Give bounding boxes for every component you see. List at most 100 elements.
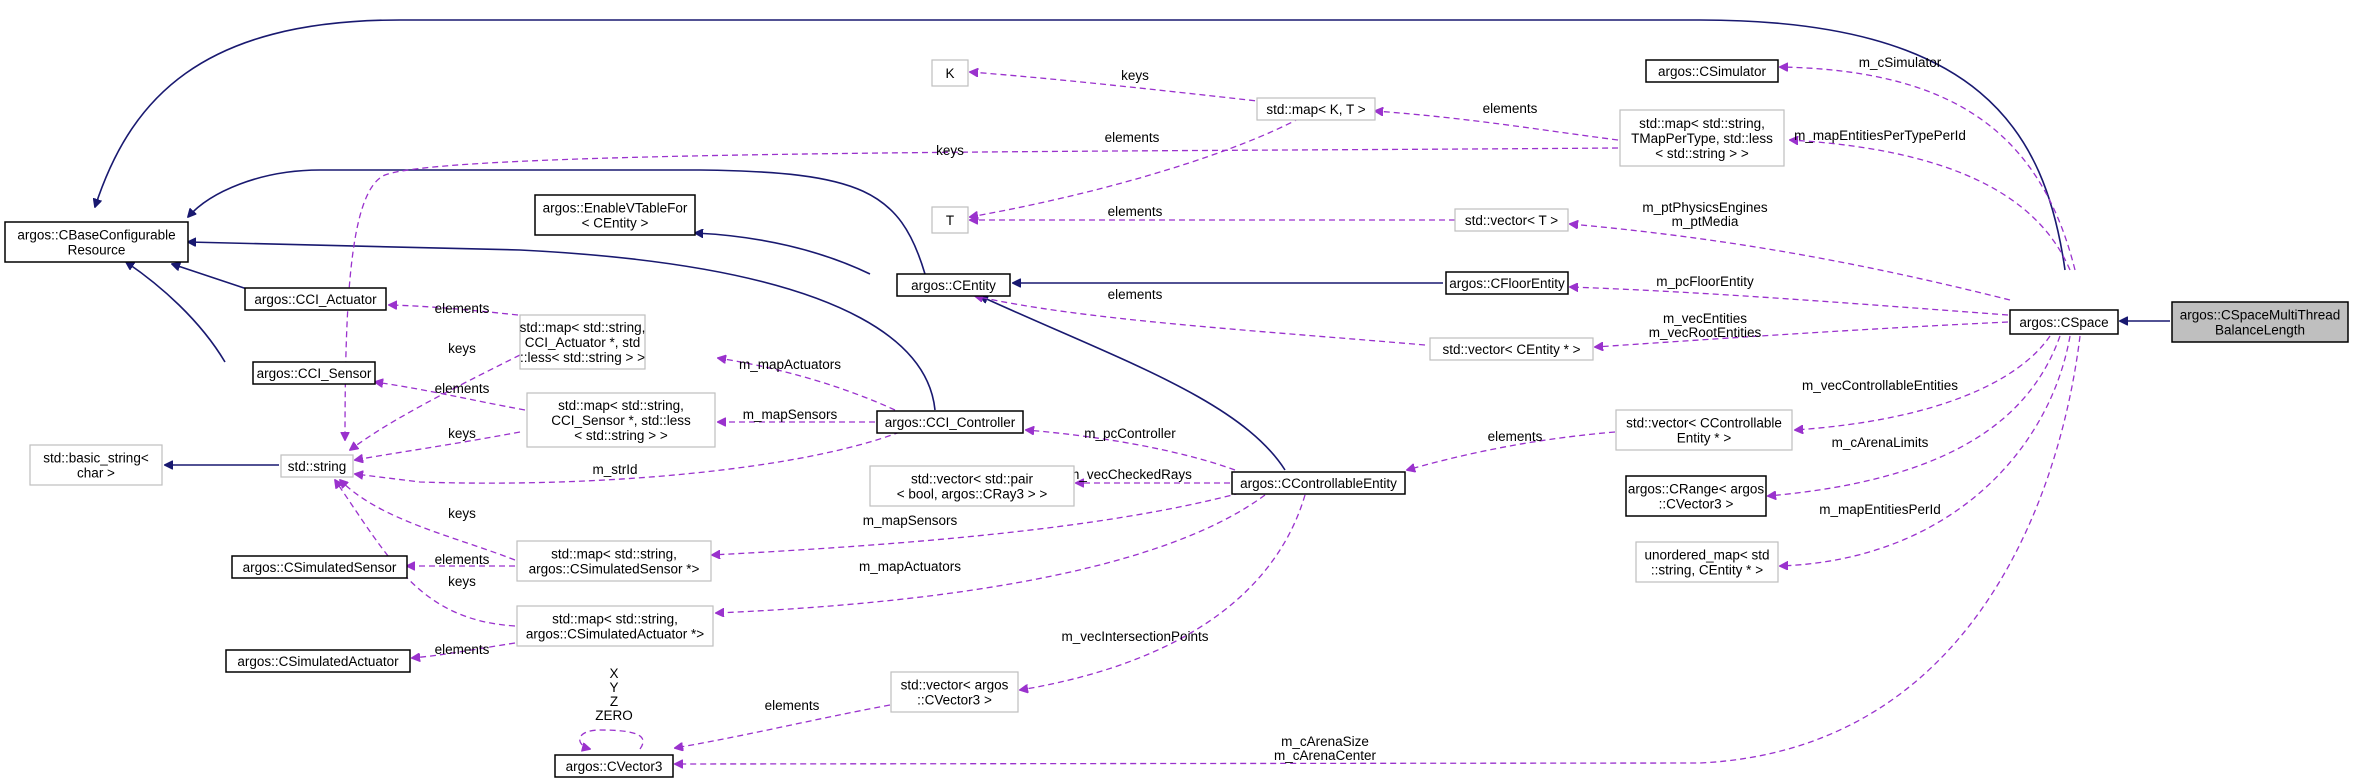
edge-label-elements-kt-map: elements: [1483, 101, 1538, 116]
class-node-box: [280, 454, 354, 478]
class-node-cci-sensor[interactable]: argos::CCI_Sensor: [252, 361, 376, 385]
edge-label-m-cSimulator: m_cSimulator: [1859, 55, 1942, 70]
inherit-edge-centity-enablevtable: [695, 233, 871, 275]
use-edge-cspace-crange: [1768, 335, 2061, 496]
edge-label-keys-simactuator: keys: [448, 574, 476, 589]
class-node-map-actuators[interactable]: std::map< std::string,CCI_Actuator *, st…: [519, 314, 646, 370]
use-edge-ccontrollableentity-mapsimsensor: [712, 492, 1241, 555]
class-node-box: [1635, 541, 1779, 583]
edge-label-elements-vector-centity: elements: [1108, 287, 1163, 302]
class-node-vector-pair[interactable]: std::vector< std::pair< bool, argos::CRa…: [869, 465, 1075, 507]
edge-label-keys-entities-per-type: keys: [936, 143, 964, 158]
class-node-crange[interactable]: argos::CRange< argos::CVector3 >: [1625, 475, 1767, 517]
class-node-box: [931, 59, 969, 87]
class-node-map-entities-per-type[interactable]: std::map< std::string,TMapPerType, std::…: [1619, 109, 1785, 167]
edge-label-elements-simsensor: elements: [435, 552, 490, 567]
class-node-label: std::map< std::string,CCI_Sensor *, std:…: [551, 398, 691, 443]
class-node-cspace[interactable]: argos::CSpace: [2009, 309, 2119, 335]
edge-label-keys-sensor: keys: [448, 426, 476, 441]
class-node-box: [1454, 208, 1569, 232]
use-edge-cspace-vectort: [1570, 224, 2011, 301]
class-node-label: std::vector< std::pair< bool, argos::CRa…: [897, 472, 1048, 502]
class-node-box: [225, 649, 411, 673]
inherit-edge-ccicontroller-cbaseconfigurable: [188, 242, 936, 411]
class-node-label: argos::CSimulatedActuator: [237, 654, 399, 669]
class-node-stdmap-kt[interactable]: std::map< K, T >: [1256, 97, 1376, 121]
edge-label-m-vecIntersectionPoints: m_vecIntersectionPoints: [1061, 629, 1208, 644]
class-node-box: [1645, 59, 1779, 83]
edge-label-elements-sensor: elements: [435, 381, 490, 396]
class-node-box: [931, 206, 969, 234]
class-node-label: argos::CSpace: [2019, 315, 2108, 330]
class-node-ccontrollableentity[interactable]: argos::CControllableEntity: [1231, 471, 1406, 495]
class-node-label: std::map< K, T >: [1266, 102, 1365, 117]
inherit-edge-centity-cbaseconfigurable: [188, 169, 926, 275]
class-node-box: [1615, 409, 1793, 451]
class-node-vector-centity[interactable]: std::vector< CEntity * >: [1429, 337, 1594, 361]
class-node-cci-actuator[interactable]: argos::CCI_Actuator: [244, 287, 387, 311]
inherit-edge-ccisensor-cbaseconfigurable: [126, 262, 226, 363]
use-edge-vectorcvector3-cvector3: [675, 704, 891, 748]
class-node-k[interactable]: K: [931, 59, 969, 87]
class-node-csimulatedsensor[interactable]: argos::CSimulatedSensor: [231, 555, 408, 579]
edge-label-m-strId: m_strId: [592, 462, 637, 477]
class-node-label: std::vector< T >: [1465, 213, 1558, 228]
class-node-basic-string[interactable]: std::basic_string<char >: [29, 444, 163, 486]
inherit-edge-ccontrollableentity-centity: [980, 296, 1286, 471]
class-node-box: [534, 194, 696, 236]
class-node-cvector3[interactable]: argos::CVector3: [554, 754, 674, 778]
class-node-stdvector-t[interactable]: std::vector< T >: [1454, 208, 1569, 232]
use-edge-entitiespertype-mapkt: [1375, 111, 1619, 141]
class-node-label: std::map< std::string,argos::CSimulatedS…: [529, 547, 700, 577]
class-node-label: T: [946, 213, 954, 228]
class-node-box: [869, 465, 1075, 507]
edge-label-elements-cvector3: elements: [765, 698, 820, 713]
class-node-map-sensors[interactable]: std::map< std::string,CCI_Sensor *, std:…: [526, 392, 716, 448]
use-edge-cspace-cfloorentity: [1570, 287, 2009, 316]
class-node-cci-controller[interactable]: argos::CCI_Controller: [876, 410, 1024, 434]
class-node-box: [554, 754, 674, 778]
class-node-box: [1619, 109, 1785, 167]
class-node-cfloorentity[interactable]: argos::CFloorEntity: [1445, 271, 1569, 295]
use-edge-mapkt-t: [970, 117, 1301, 217]
use-edge-mapsensors-stdstring: [355, 431, 521, 460]
inherit-edge-cspace-cbaseconfigurable: [95, 19, 2066, 271]
use-edge-cspace-csimulator: [1780, 67, 2076, 271]
class-node-vector-cvector3[interactable]: std::vector< argos::CVector3 >: [890, 671, 1019, 713]
use-edge-ccicontroller-mapactuators: [718, 358, 896, 411]
class-node-box: [896, 273, 1011, 297]
use-edge-cspace-unorderedmap: [1780, 335, 2071, 566]
class-node-stdstring[interactable]: std::string: [280, 454, 354, 478]
class-node-map-simactuator[interactable]: std::map< std::string,argos::CSimulatedA…: [516, 605, 714, 647]
class-node-label: std::vector< argos::CVector3 >: [901, 678, 1009, 708]
class-node-t[interactable]: T: [931, 206, 969, 234]
class-node-label: argos::CVector3: [566, 759, 663, 774]
class-node-label: std::vector< CEntity * >: [1442, 342, 1580, 357]
class-node-label: argos::EnableVTableFor< CEntity >: [543, 201, 688, 231]
class-node-csimulator[interactable]: argos::CSimulator: [1645, 59, 1779, 83]
class-node-box: [29, 444, 163, 486]
edges-layer: [95, 19, 2170, 764]
class-node-unordered-map[interactable]: unordered_map< std::string, CEntity * >: [1635, 541, 1779, 583]
inherit-edge-cciactuator-cbaseconfigurable: [172, 264, 251, 291]
class-node-csimulatedactuator[interactable]: argos::CSimulatedActuator: [225, 649, 411, 673]
class-node-box: [519, 314, 646, 370]
class-node-box: [1445, 271, 1569, 295]
class-node-box: [1256, 97, 1376, 121]
class-node-enablevtable[interactable]: argos::EnableVTableFor< CEntity >: [534, 194, 696, 236]
class-node-map-simsensor[interactable]: std::map< std::string,argos::CSimulatedS…: [516, 540, 712, 582]
edge-labels-layer: keyselementselementskeysm_cSimulatorm_ma…: [435, 55, 1966, 763]
class-node-box: [4, 221, 189, 263]
class-node-label: std::map< std::string,argos::CSimulatedA…: [526, 612, 704, 642]
class-node-box: [231, 555, 408, 579]
use-edge-ccontrollableentity-mapsimactuator: [716, 494, 1266, 613]
class-node-label: argos::CFloorEntity: [1449, 276, 1565, 291]
class-node-centity[interactable]: argos::CEntity: [896, 273, 1011, 297]
